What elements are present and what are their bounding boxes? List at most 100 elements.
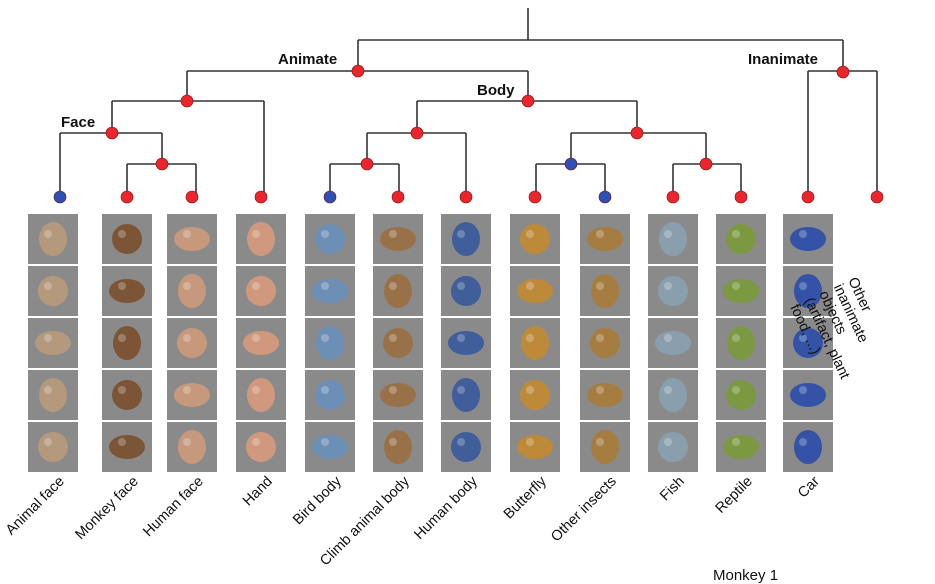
dancer-highlight (457, 230, 465, 238)
woman-image (174, 227, 210, 251)
lion-image (380, 227, 416, 251)
girl-highlight (183, 438, 191, 446)
man-walking-image (452, 378, 480, 412)
frog-image (587, 227, 623, 251)
monkey-label: Monkey 1 (713, 567, 778, 584)
spotted-butterfly-image (517, 435, 553, 459)
thrower-image (451, 432, 481, 462)
leaf-node-11 (802, 191, 814, 203)
fist-image (247, 222, 275, 256)
spider-highlight (596, 386, 604, 394)
man-glasses-highlight (183, 282, 191, 290)
fly-highlight (596, 282, 604, 290)
dog-image (383, 328, 413, 358)
red-coupe-highlight (799, 438, 807, 446)
lizard-image (726, 224, 756, 254)
leaf-node-3 (255, 191, 267, 203)
woman-silhouette-highlight (457, 282, 465, 290)
monkey-image (112, 224, 142, 254)
pointing-hand-highlight (252, 282, 260, 290)
body-label: Body (477, 82, 515, 99)
leaf-node-7 (529, 191, 541, 203)
fly-image (591, 274, 619, 308)
insect-node (565, 158, 577, 170)
beetle-image (590, 328, 620, 358)
man-sunglasses-image (174, 383, 210, 407)
patterned-moth-highlight (526, 230, 534, 238)
python-image (723, 279, 759, 303)
category-label-1: Monkey face (72, 474, 141, 543)
black-duck-image (316, 326, 344, 360)
goldfish-image (658, 432, 688, 462)
open-hands-highlight (252, 438, 260, 446)
goldfish-highlight (664, 438, 672, 446)
catfish-image (659, 378, 687, 412)
silver-fish-highlight (664, 282, 672, 290)
category-label-6: Human body (411, 473, 481, 543)
fist-highlight (252, 230, 260, 238)
inanimate-label: Inanimate (748, 51, 818, 68)
goat-image (39, 222, 67, 256)
pointing-hand-image (246, 276, 276, 306)
tuna-highlight (664, 230, 672, 238)
category-label-4: Bird body (290, 473, 345, 528)
woman-highlight (183, 230, 191, 238)
coiled-snake-image (723, 435, 759, 459)
bird-quad-node (361, 158, 373, 170)
chimpanzee-image (113, 326, 141, 360)
animate-label: Animate (278, 51, 337, 68)
primate-face-node (156, 158, 168, 170)
body-node (522, 95, 534, 107)
face-hand-node (181, 95, 193, 107)
monkey-highlight (118, 230, 126, 238)
red-fish-image (655, 331, 691, 355)
animate-node (352, 65, 364, 77)
category-label-8: Other insects (548, 474, 620, 546)
pointing-hand-2-image (247, 378, 275, 412)
yellow-butterfly-highlight (526, 334, 534, 342)
category-label-0: Animal face (3, 474, 68, 539)
face-node (106, 127, 118, 139)
girl-image (178, 430, 206, 464)
macaque-highlight (118, 282, 126, 290)
macaque-image (109, 279, 145, 303)
category-label-10: Reptile (713, 474, 756, 517)
red-fish-highlight (664, 334, 672, 342)
lion-highlight (389, 230, 397, 238)
leaf-node-other-inanimate (871, 191, 883, 203)
leaf-node-10 (735, 191, 747, 203)
open-hands-image (246, 432, 276, 462)
leaf-node-9 (667, 191, 679, 203)
lizard-highlight (732, 230, 740, 238)
eagle-highlight (321, 386, 329, 394)
polar-bear-highlight (44, 438, 52, 446)
blue-sedan-image (790, 227, 826, 251)
man-glasses-image (178, 274, 206, 308)
leaf-node-0 (54, 191, 66, 203)
bee-image (591, 430, 619, 464)
category-label-3: Hand (240, 474, 276, 510)
yellow-chick-image (312, 435, 348, 459)
catfish-highlight (664, 386, 672, 394)
yellow-butterfly-image (521, 326, 549, 360)
rhino-highlight (389, 282, 397, 290)
silver-car-highlight (799, 282, 807, 290)
frog-highlight (596, 230, 604, 238)
tuna-image (659, 222, 687, 256)
thumbs-up-highlight (252, 334, 260, 342)
nonvertebrate-node (631, 127, 643, 139)
beetle-highlight (596, 334, 604, 342)
snub-nosed-monkey-image (109, 435, 145, 459)
face-label: Face (61, 114, 95, 131)
coral-snake-highlight (732, 386, 740, 394)
leaf-node-1 (121, 191, 133, 203)
cow-highlight (44, 334, 52, 342)
leaf-node-8 (599, 191, 611, 203)
yellow-chick-highlight (321, 438, 329, 446)
orangutan-image (112, 380, 142, 410)
brown-moth-image (517, 279, 553, 303)
thrower-highlight (457, 438, 465, 446)
brown-moth-highlight (526, 282, 534, 290)
